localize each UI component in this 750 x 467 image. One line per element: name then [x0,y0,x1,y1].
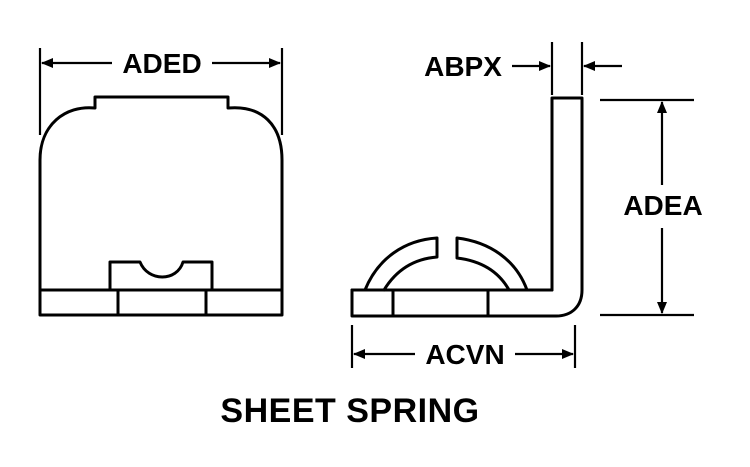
dimension-label-abpx: ABPX [424,51,502,82]
front-view [38,95,284,317]
dimension-adea: ADEA [600,98,703,317]
side-view [350,96,584,318]
dimension-aded: ADED [38,48,284,135]
dimension-label-aded: ADED [122,48,201,79]
dimension-label-acvn: ACVN [425,339,504,370]
front-view-saddle [108,260,214,292]
diagram-title: SHEET SPRING [220,392,480,430]
front-view-outline [38,95,284,317]
dimension-abpx: ABPX [424,42,622,95]
side-view-arc-left [363,236,439,292]
side-view-outline [350,96,584,318]
dimension-label-adea: ADEA [623,190,702,221]
dimension-acvn: ACVN [350,325,577,370]
side-view-arc-right [455,236,529,292]
